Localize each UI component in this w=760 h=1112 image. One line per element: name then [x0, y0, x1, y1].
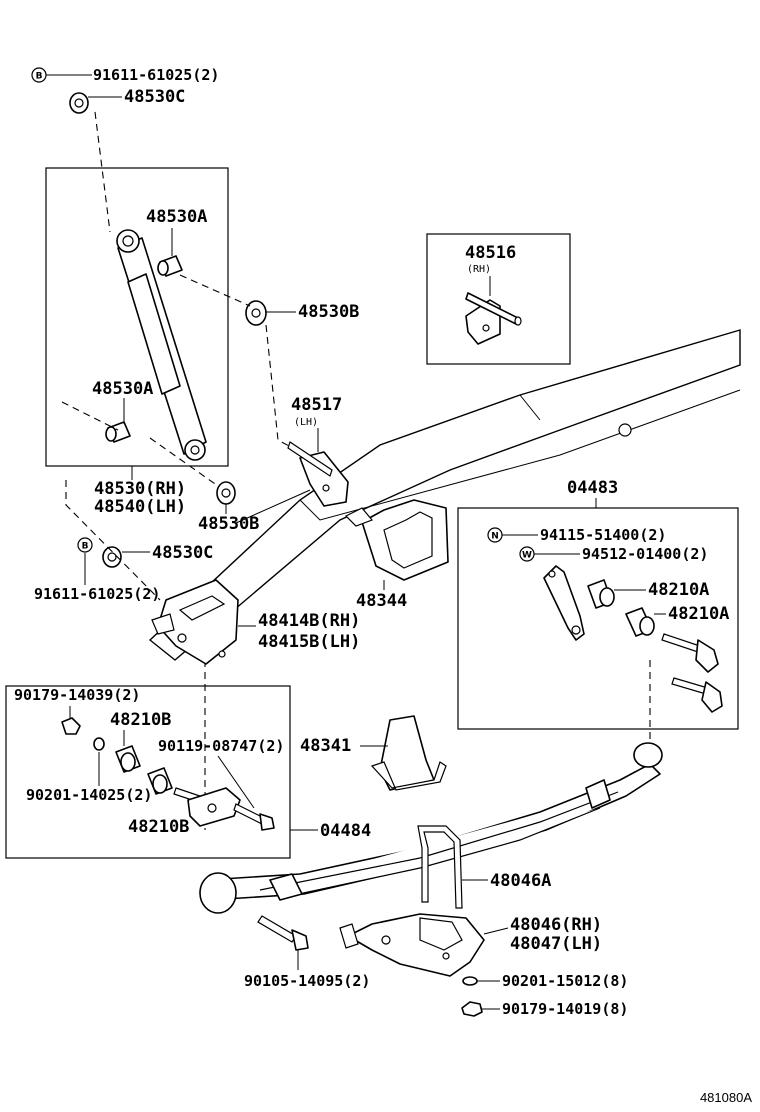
front-washer-icon [93, 737, 105, 751]
label-bushing-a-lower: 48530A [92, 379, 153, 399]
bushing-b-lower-icon [216, 481, 236, 505]
label-bushing-b-upper: 48530B [298, 302, 359, 322]
label-seat-lh: 48415B(LH) [258, 632, 360, 652]
svg-text:W: W [522, 551, 532, 561]
label-front-washer: 90201-14025(2) [26, 786, 152, 804]
label-front-bushing-2: 48210B [128, 817, 189, 837]
main-bolt-icon [257, 915, 309, 951]
label-seat-rh: 48414B(RH) [258, 611, 360, 631]
label-bracket-rh: 48516 [465, 243, 516, 263]
label-bumper-lower: 48341 [300, 736, 351, 756]
label-bushing-c-lower: 48530C [152, 543, 213, 563]
front-bushing-2-icon [147, 767, 173, 795]
bushing-b-upper-icon [245, 300, 267, 326]
bumper-upper-icon [344, 499, 449, 581]
label-bracket-lh: 48517 [291, 395, 342, 415]
front-kit-box [5, 685, 291, 859]
svg-text:N: N [491, 532, 499, 542]
label-shackle-nut: 94115-51400(2) [540, 526, 666, 544]
frame-rail [148, 329, 741, 661]
bushing-c-lower-icon [102, 546, 122, 568]
shock-absorber [116, 229, 207, 461]
shock-group-box [45, 167, 229, 467]
front-bushing-1-icon [115, 745, 141, 773]
u-bolt-icon [417, 825, 463, 909]
label-shackle-washer: 94512-01400(2) [582, 545, 708, 563]
label-front-bushing-1: 48210B [110, 710, 171, 730]
bracket-lh-icon [287, 441, 349, 507]
label-front-nut: 90179-14039(2) [14, 686, 140, 704]
svg-text:B: B [36, 72, 43, 82]
badge-b-bottom: B [77, 537, 93, 553]
bushing-a-upper-icon [157, 255, 183, 277]
label-plate-lh: 48047(LH) [510, 934, 602, 954]
front-bolt-icon [233, 803, 275, 831]
label-bumper-upper: 48344 [356, 591, 407, 611]
spring-seat-icon [151, 579, 239, 665]
front-plate-icon [173, 787, 241, 827]
badge-b-top: B [31, 67, 47, 83]
label-main-bolt: 90105-14095(2) [244, 972, 370, 990]
badge-w: W [519, 546, 535, 562]
label-shock-lh: 48540(LH) [94, 497, 186, 517]
plate-nut-icon [461, 1001, 483, 1017]
figure-id: 481080A [700, 1090, 752, 1105]
bracket-rh-icon [465, 292, 522, 345]
label-plate-nut: 90179-14019(8) [502, 1000, 628, 1018]
label-bushing-a-upper: 48530A [146, 207, 207, 227]
shackle-bolts-icon [661, 633, 723, 713]
shackle-bushing-2-icon [625, 607, 655, 637]
bushing-a-lower-icon [105, 421, 131, 443]
bumper-lower-icon [370, 715, 447, 791]
label-plate-washer: 90201-15012(8) [502, 972, 628, 990]
label-bracket-lh-sub: (LH) [294, 417, 318, 428]
front-nut-icon [61, 717, 81, 735]
label-front-bolt: 90119-08747(2) [158, 737, 284, 755]
lower-plate-icon [339, 913, 485, 977]
svg-text:B: B [82, 542, 89, 552]
label-shackle-bushing-1: 48210A [648, 580, 709, 600]
shackle-bushing-1-icon [587, 579, 615, 609]
shackle-kit-box [457, 507, 739, 730]
label-bracket-rh-sub: (RH) [467, 264, 491, 275]
bushing-c-top-icon [69, 92, 89, 114]
label-shock-nut-bottom: 91611-61025(2) [34, 585, 160, 603]
label-shackle-bushing-2: 48210A [668, 604, 729, 624]
shock-leaders [46, 74, 296, 585]
assembly-lines [61, 111, 651, 830]
label-shock-nut-top: 91611-61025(2) [93, 66, 219, 84]
leaf-spring-icon [199, 742, 663, 914]
label-front-kit: 04484 [320, 821, 371, 841]
badge-n: N [487, 527, 503, 543]
shackle-plate-icon [543, 565, 585, 641]
plate-washer-icon [462, 976, 478, 986]
label-shock-rh: 48530(RH) [94, 479, 186, 499]
label-bushing-c-top: 48530C [124, 87, 185, 107]
bracket-rh-box [426, 233, 571, 365]
label-plate-rh: 48046(RH) [510, 915, 602, 935]
label-shackle-kit: 04483 [567, 478, 618, 498]
label-u-bolt: 48046A [490, 871, 551, 891]
